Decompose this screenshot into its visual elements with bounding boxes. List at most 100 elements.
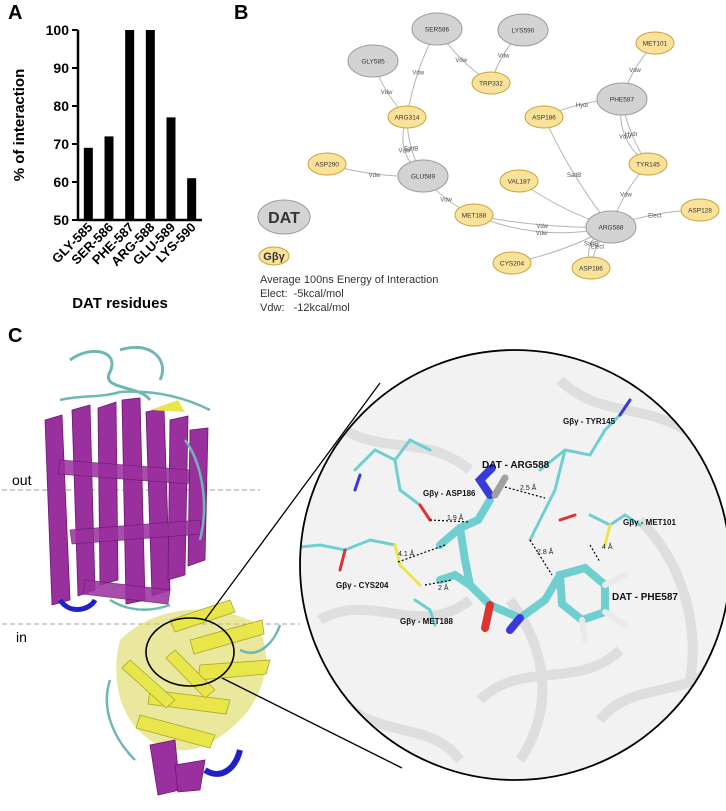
distance-label: 4.1 Å xyxy=(398,549,415,558)
bar-phe-587 xyxy=(125,30,135,220)
node-tyr145 xyxy=(628,152,668,176)
zoom-view: 1.9 Å 2.5 Å 4.1 Å 2.8 Å 4 Å 2 Å DAT - AR… xyxy=(300,350,726,780)
edge-label: Vdw xyxy=(440,198,452,204)
y-tick-label: 90 xyxy=(53,60,69,76)
node-ser586 xyxy=(411,12,463,46)
legend-dat-label: DAT xyxy=(268,210,300,227)
node-label: TYR145 xyxy=(636,162,660,169)
node-label: ARG314 xyxy=(395,115,420,122)
node-val187 xyxy=(499,169,539,193)
zoom-connector-bottom xyxy=(221,677,403,769)
node-label: GLU589 xyxy=(411,174,436,181)
edge-label: Vdw xyxy=(369,173,381,179)
edge-label: Vdw xyxy=(455,58,467,64)
label-gb-asp186: Gβγ - ASP186 xyxy=(423,489,476,498)
y-tick-label: 70 xyxy=(53,136,69,152)
bar-glu-589 xyxy=(166,117,176,220)
legend-gbeta-node xyxy=(258,246,290,266)
edge-label: Vdw xyxy=(620,192,632,198)
interaction-network: VdwVdwVdwVdwSaltBVdwVdwVdwHydrHydrVdwVdw… xyxy=(257,12,720,314)
dat-protein-helices xyxy=(44,345,211,612)
edge-label: Hydr xyxy=(625,132,638,138)
edge-label: Elect xyxy=(591,245,605,251)
distance-label: 4 Å xyxy=(602,542,613,551)
node-trp332 xyxy=(471,71,511,95)
bar-gly-585 xyxy=(83,147,93,220)
node-label: SER586 xyxy=(425,27,450,34)
distance-label: 2.5 Å xyxy=(520,483,537,492)
node-label: CYS204 xyxy=(500,261,525,268)
legend-energy-title: Average 100ns Energy of Interaction xyxy=(260,274,438,286)
node-met101 xyxy=(635,31,675,55)
label-gb-cys204: Gβγ - CYS204 xyxy=(336,581,389,590)
node-phe587 xyxy=(596,82,648,116)
bar-arg-588 xyxy=(145,30,155,220)
edge-label: Vdw xyxy=(536,231,548,237)
membrane-out-label: out xyxy=(12,472,32,488)
label-gb-tyr145: Gβγ - TYR145 xyxy=(563,417,616,426)
node-label: LYS590 xyxy=(512,28,535,35)
label-gb-met188: Gβγ - MET188 xyxy=(400,617,453,626)
y-tick-label: 50 xyxy=(53,212,69,228)
bar-chart-interaction: 5060708090100GLY-585SER-586PHE-587ARG-58… xyxy=(11,22,202,312)
panel-label-c: C xyxy=(8,325,23,347)
zoom-circle xyxy=(299,349,726,781)
node-lys590 xyxy=(497,13,549,47)
edge-label: Vdw xyxy=(536,224,548,230)
gbeta-gamma-protein xyxy=(105,599,282,796)
node-label: PHE587 xyxy=(610,97,635,104)
distance-label: 1.9 Å xyxy=(447,513,464,522)
label-dat-phe587: DAT - PHE587 xyxy=(612,592,678,603)
node-glu589 xyxy=(397,159,449,193)
label-gb-met101: Gβγ - MET101 xyxy=(623,518,676,527)
panel-label-b: B xyxy=(234,2,249,24)
node-gly585 xyxy=(347,44,399,78)
edge-label: Vdw xyxy=(629,68,641,74)
edge-label: Vdw xyxy=(399,148,411,154)
node-asp186a xyxy=(524,105,564,129)
legend-elect-line: Elect: -5kcal/mol xyxy=(260,288,344,300)
label-dat-arg588: DAT - ARG588 xyxy=(482,460,550,471)
zoom-connector-top xyxy=(204,382,381,621)
node-arg314 xyxy=(387,105,427,129)
edge-label: SaltB xyxy=(567,173,581,179)
node-asp290 xyxy=(307,152,347,176)
node-label: GLY585 xyxy=(361,59,385,66)
node-met188 xyxy=(454,203,494,227)
node-asp186b xyxy=(571,256,611,280)
legend-gbeta-label: Gβγ xyxy=(263,251,285,263)
distance-label: 2.8 Å xyxy=(537,547,554,556)
y-tick-label: 60 xyxy=(53,174,69,190)
node-label: ASP186 xyxy=(532,115,556,122)
y-tick-label: 100 xyxy=(46,22,70,38)
node-label: ASP290 xyxy=(315,162,339,169)
edge-label: Vdw xyxy=(381,90,393,96)
y-tick-label: 80 xyxy=(53,98,69,114)
edge-label: Vdw xyxy=(498,53,510,59)
interface-highlight xyxy=(145,617,235,687)
y-axis-label: % of interaction xyxy=(11,69,28,182)
bar-lys-590 xyxy=(187,178,197,220)
node-cys204 xyxy=(492,251,532,275)
legend-vdw-line: Vdw: -12kcal/mol xyxy=(260,302,350,314)
distance-label: 2 Å xyxy=(438,583,449,592)
chart-bars xyxy=(83,30,197,220)
network-edge-labels: VdwVdwVdwVdwSaltBVdwVdwVdwHydrHydrVdwVdw… xyxy=(369,53,662,250)
node-label: ASP186 xyxy=(579,266,603,273)
node-arg588 xyxy=(585,210,637,244)
legend-dat-node xyxy=(257,199,311,235)
x-axis-label: DAT residues xyxy=(72,295,168,312)
node-label: ASP128 xyxy=(688,208,712,215)
node-label: TRP332 xyxy=(479,81,503,88)
edge-label: Vdw xyxy=(412,71,424,77)
node-label: MET101 xyxy=(643,41,668,48)
edge-label: Vdw xyxy=(619,135,631,141)
node-label: MET188 xyxy=(462,213,487,220)
edge-label: Hydr xyxy=(576,103,589,109)
bar-ser-586 xyxy=(104,136,114,220)
membrane-in-label: in xyxy=(16,629,27,645)
panel-label-a: A xyxy=(8,2,23,24)
edge-label: Elect xyxy=(648,214,662,220)
